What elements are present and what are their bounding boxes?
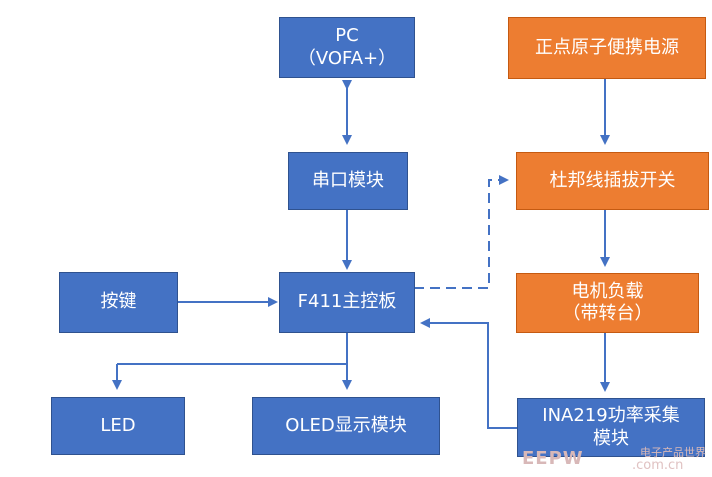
motor-line1: 电机负载 — [571, 280, 644, 302]
pc-node: PC （VOFA+） — [279, 17, 415, 78]
ina219-node: INA219功率采集 模块 — [517, 398, 705, 457]
ina219-line2: 模块 — [593, 427, 629, 449]
switch-node: 杜邦线插拔开关 — [516, 152, 709, 210]
pc-node-line2: （VOFA+） — [297, 47, 397, 69]
ina219-line1: INA219功率采集 — [542, 405, 680, 426]
watermark-cn: 电子产品世界 — [640, 446, 706, 459]
watermark-url: .com.cn — [632, 458, 684, 473]
keys-node: 按键 — [59, 272, 178, 333]
watermark-logo: EEPW — [522, 448, 584, 469]
led-node: LED — [51, 397, 185, 455]
pc-node-line1: PC — [335, 25, 359, 46]
switch-label: 杜邦线插拔开关 — [549, 169, 676, 191]
power-node: 正点原子便携电源 — [508, 17, 706, 79]
power-label: 正点原子便携电源 — [535, 36, 679, 58]
oled-label: OLED显示模块 — [285, 414, 407, 436]
mcu-split-line — [117, 333, 348, 365]
mcu-label: F411主控板 — [297, 291, 397, 313]
serial-module-label: 串口模块 — [312, 169, 384, 191]
mcu-switch-dashed-arrow — [414, 175, 509, 289]
serial-module-node: 串口模块 — [288, 152, 408, 210]
mcu-node: F411主控板 — [279, 272, 415, 333]
keys-label: 按键 — [100, 291, 137, 313]
led-label: LED — [100, 414, 136, 436]
ina-mcu-arrow — [420, 318, 517, 429]
motor-line2: （带转台） — [562, 303, 653, 324]
oled-node: OLED显示模块 — [252, 397, 440, 455]
motor-node: 电机负载 （带转台） — [516, 273, 699, 333]
